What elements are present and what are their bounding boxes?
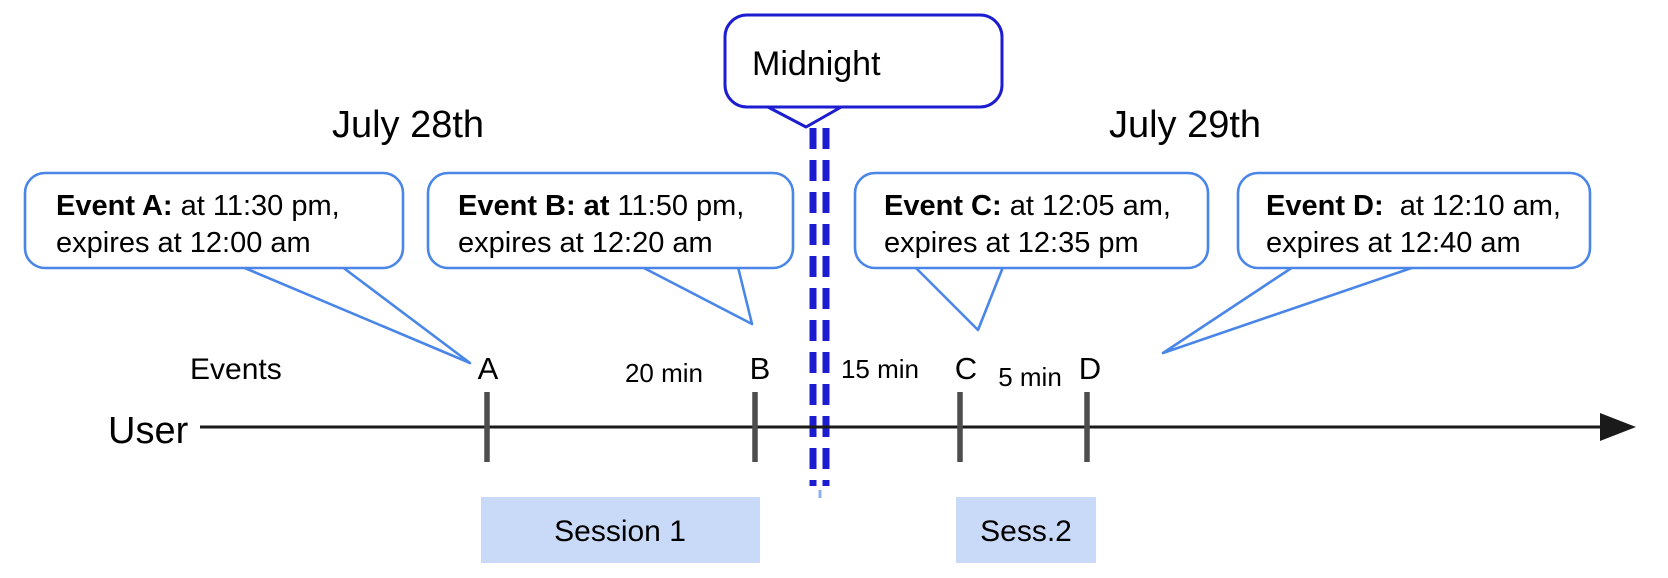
event-c-title: Event C: at 12:05 am, (884, 190, 1171, 222)
midnight-callout-box (723, 13, 1004, 109)
midnight-label: Midnight (752, 45, 881, 83)
session-1-box (481, 497, 760, 563)
tick-label-b: B (750, 351, 771, 386)
event-d-title: Event D: at 12:10 am, (1266, 190, 1561, 222)
date-label-july-28: July 28th (332, 104, 484, 146)
event-b-callout-tail (641, 265, 754, 326)
event-a-title: Event A: at 11:30 pm, (56, 190, 340, 222)
midnight-callout-tail (765, 104, 844, 129)
tick-label-d: D (1079, 351, 1101, 386)
midnight-dashed-line (809, 128, 830, 498)
event-d-callout-tail (1161, 260, 1430, 355)
event-c-callout-box (853, 171, 1210, 270)
session-2-label: Sess.2 (980, 515, 1072, 548)
midnight-callout: Midnight (723, 13, 1004, 129)
timeline-arrowhead-icon (1600, 413, 1636, 441)
timeline-axis (200, 413, 1636, 441)
event-b-title: Event B: at 11:50 pm, (458, 190, 744, 222)
interval-label-15min: 15 min (841, 354, 919, 384)
event-c-subtitle: expires at 12:35 pm (884, 227, 1139, 259)
event-b-callout: Event B: at 11:50 pm, expires at 12:20 a… (426, 171, 795, 270)
event-a-callout-tail (239, 264, 472, 365)
session-2-box (956, 497, 1096, 563)
event-d-subtitle: expires at 12:40 am (1266, 227, 1521, 259)
event-a-callout-box (23, 171, 405, 270)
event-a-subtitle: expires at 12:00 am (56, 227, 311, 259)
interval-label-5min: 5 min (998, 362, 1062, 392)
event-c-callout-tail (914, 266, 1005, 332)
session-1: Session 1 (481, 497, 760, 563)
event-b-callout-box (426, 171, 795, 270)
session-1-label: Session 1 (554, 515, 686, 548)
session-2: Sess.2 (956, 497, 1096, 563)
tick-label-a: A (478, 351, 499, 386)
event-a-callout: Event A: at 11:30 pm, expires at 12:00 a… (23, 171, 405, 270)
date-label-july-29: July 29th (1109, 104, 1261, 146)
event-d-callout: Event D: at 12:10 am, expires at 12:40 a… (1236, 171, 1592, 270)
event-b-subtitle: expires at 12:20 am (458, 227, 713, 259)
event-d-callout-box (1236, 171, 1592, 270)
events-row-label: Events (190, 353, 282, 386)
interval-label-20min: 20 min (625, 358, 703, 388)
user-row-label: User (108, 410, 189, 452)
tick-label-c: C (955, 351, 977, 386)
event-c-callout: Event C: at 12:05 am, expires at 12:35 p… (853, 171, 1210, 270)
